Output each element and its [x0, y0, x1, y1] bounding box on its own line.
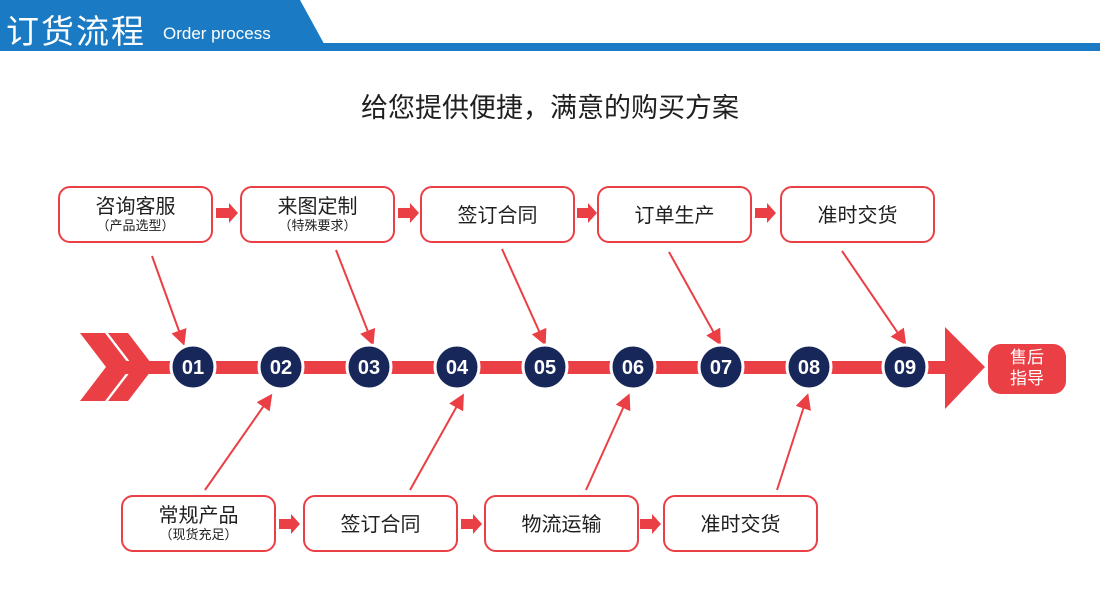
header-title-cn: 订货流程 — [6, 12, 146, 51]
diag-arrow-top-1 — [151, 255, 187, 346]
diag-arrow-top-2 — [335, 249, 376, 346]
bottom-box-regular-main: 常规产品 — [158, 503, 239, 527]
bottom-box-regular-sub: （现货充足） — [159, 528, 238, 543]
step-circle-07: 07 — [697, 343, 745, 391]
bottom-arrow-1 — [279, 514, 300, 534]
header-bar — [0, 43, 1100, 51]
step-number-09: 09 — [894, 357, 916, 379]
top-box-consult: 咨询客服 （产品选型） — [58, 186, 213, 243]
bottom-box-delivery: 准时交货 — [663, 495, 818, 552]
step-number-02: 02 — [270, 357, 292, 379]
top-arrow-2 — [398, 203, 419, 223]
top-arrow-1 — [216, 203, 238, 223]
bottom-box-delivery-main: 准时交货 — [700, 511, 781, 536]
top-box-production-main: 订单生产 — [634, 202, 715, 227]
step-number-01: 01 — [182, 357, 204, 379]
top-box-custom-main: 来图定制 — [277, 194, 358, 218]
top-arrow-4 — [755, 203, 776, 223]
top-box-consult-sub: （产品选型） — [96, 219, 175, 234]
top-box-custom: 来图定制 （特殊要求） — [240, 186, 395, 243]
top-box-contract-main: 签订合同 — [457, 202, 538, 227]
step-circle-02: 02 — [257, 343, 305, 391]
step-circle-06: 06 — [609, 343, 657, 391]
diag-arrow-bottom-4 — [776, 393, 811, 491]
step-number-06: 06 — [622, 357, 644, 379]
step-circle-01: 01 — [169, 343, 217, 391]
step-circle-04: 04 — [433, 343, 481, 391]
bottom-box-regular: 常规产品 （现货充足） — [121, 495, 276, 552]
step-circle-05: 05 — [521, 343, 569, 391]
bottom-box-contract: 签订合同 — [303, 495, 458, 552]
diag-arrow-top-4 — [668, 251, 721, 346]
diag-arrow-bottom-3 — [585, 393, 631, 491]
diag-arrow-top-3 — [501, 248, 547, 346]
chevron-left-1 — [80, 333, 131, 401]
top-box-consult-main: 咨询客服 — [95, 194, 176, 218]
top-box-custom-sub: （特殊要求） — [278, 219, 357, 234]
diag-arrow-bottom-2 — [409, 393, 464, 491]
step-number-08: 08 — [798, 357, 820, 379]
step-circle-08: 08 — [785, 343, 833, 391]
after-sales-line1: 售后 — [1010, 348, 1044, 368]
step-number-04: 04 — [446, 357, 469, 379]
step-circle-03: 03 — [345, 343, 393, 391]
diag-arrow-bottom-1 — [204, 393, 273, 491]
step-number-07: 07 — [710, 357, 732, 379]
top-box-delivery: 准时交货 — [780, 186, 935, 243]
subtitle: 给您提供便捷，满意的购买方案 — [361, 93, 739, 124]
bottom-arrow-2 — [461, 514, 482, 534]
bottom-box-logistics-main: 物流运输 — [521, 511, 602, 536]
top-box-production: 订单生产 — [597, 186, 752, 243]
top-box-delivery-main: 准时交货 — [817, 202, 898, 227]
top-arrow-3 — [577, 203, 597, 223]
bottom-box-logistics: 物流运输 — [484, 495, 639, 552]
bottom-arrow-3 — [640, 514, 661, 534]
header-tab: 订货流程 Order process — [0, 0, 328, 51]
timeline-arrowhead — [945, 327, 985, 409]
chevron-left-2 — [108, 333, 154, 401]
diag-arrow-top-5 — [841, 250, 907, 346]
step-number-05: 05 — [534, 357, 556, 379]
step-circle-09: 09 — [881, 343, 929, 391]
header-title-en: Order process — [163, 24, 271, 43]
after-sales-line2: 指导 — [1010, 369, 1044, 389]
after-sales-badge: 售后 指导 — [988, 344, 1066, 394]
step-circles: 01 02 03 04 05 06 07 08 09 — [169, 343, 929, 391]
step-number-03: 03 — [358, 357, 380, 379]
top-box-contract: 签订合同 — [420, 186, 575, 243]
bottom-box-contract-main: 签订合同 — [340, 511, 421, 536]
